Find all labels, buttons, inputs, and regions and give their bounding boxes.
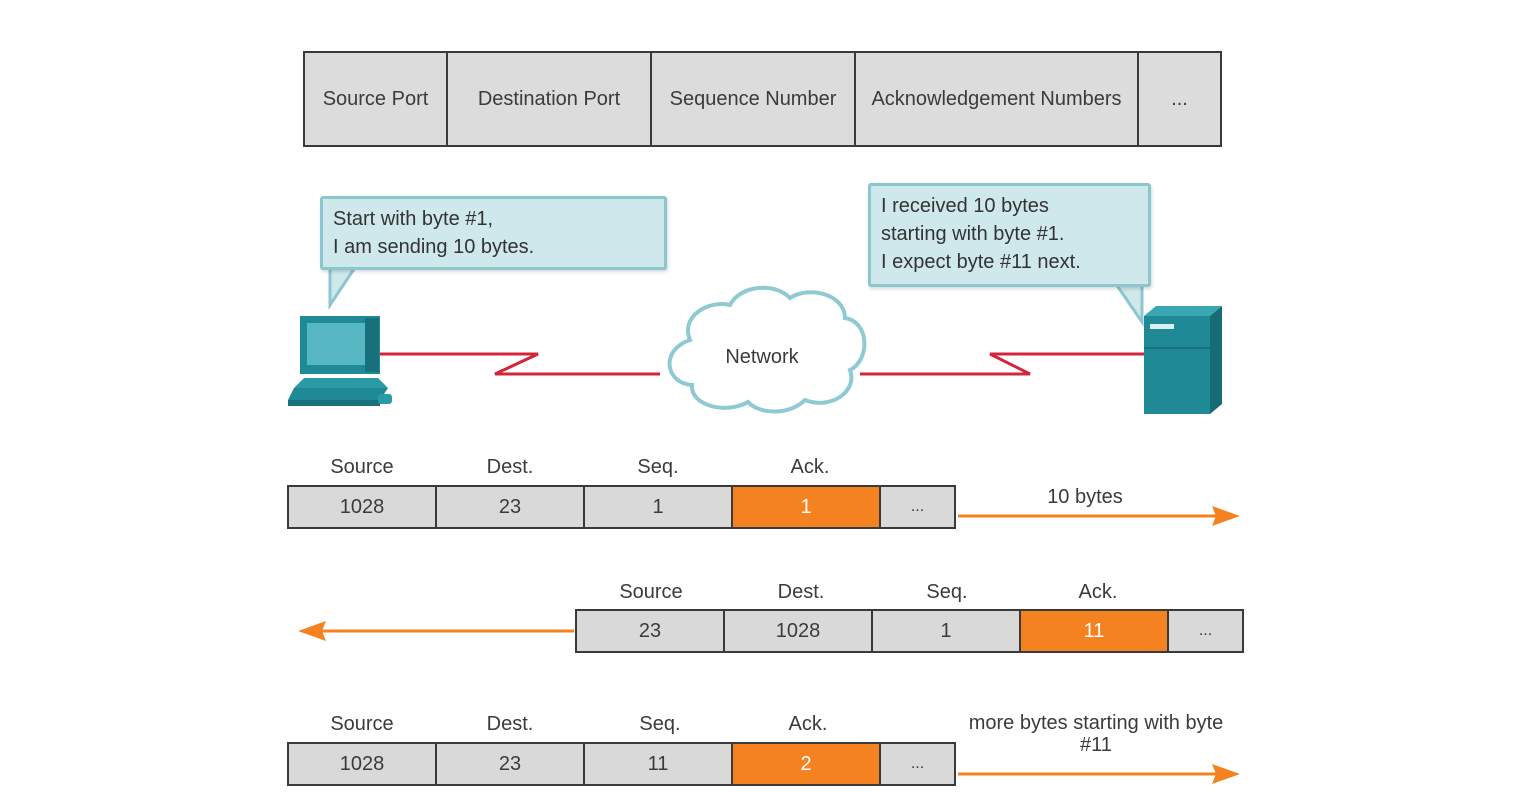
server-speech-bubble: I received 10 bytes starting with byte #… [868,183,1151,287]
segment-seq-value: 1 [585,487,733,527]
column-label-dest: Dest. [486,713,534,735]
network-label: Network [725,346,799,368]
segment-arrow-label: more bytes starting with byte #11 [968,712,1224,756]
column-label-ack: Ack. [1078,581,1118,603]
segment-more-value: ... [1169,611,1242,651]
segment-more-value: ... [881,744,954,784]
column-label-seq: Seq. [639,713,681,735]
column-label-dest: Dest. [486,456,534,478]
server-link [860,352,1145,376]
segment-seq-value: 11 [585,744,733,784]
client-bubble-line: Start with byte #1, [333,208,494,230]
field-source-port: Source Port [305,53,448,145]
segment-dest-value: 1028 [725,611,873,651]
client-link [375,352,660,376]
server-bubble-line: I expect byte #11 next. [881,251,1081,273]
tcp-header-fields: Source Port Destination Port Sequence Nu… [303,51,1222,147]
client-computer-icon [288,316,392,406]
column-label-source: Source [330,456,394,478]
field-destination-port: Destination Port [448,53,652,145]
column-label-source: Source [330,713,394,735]
column-label-ack: Ack. [790,456,830,478]
arrow-right-3 [958,764,1240,784]
column-label-source: Source [619,581,683,603]
segment-dest-value: 23 [437,487,585,527]
segment-ack-value: 1 [733,487,881,527]
segment-source-value: 1028 [289,487,437,527]
segment-source-value: 1028 [289,744,437,784]
segment-more-value: ... [881,487,954,527]
column-label-seq: Seq. [637,456,679,478]
segment-ack-value: 2 [733,744,881,784]
segment-row: 1028 23 11 2 ... [287,742,956,786]
field-acknowledgement-numbers: Acknowledgement Numbers [856,53,1139,145]
client-speech-bubble: Start with byte #1, I am sending 10 byte… [320,196,667,270]
segment-arrow-label: 10 bytes [1047,486,1123,508]
server-bubble-line: I received 10 bytes [881,195,1049,217]
segment-row: 23 1028 1 11 ... [575,609,1244,653]
field-sequence-number: Sequence Number [652,53,856,145]
server-bubble-line: starting with byte #1. [881,223,1065,245]
segment-ack-value: 11 [1021,611,1169,651]
column-label-seq: Seq. [926,581,968,603]
network-cloud [667,285,867,414]
segment-dest-value: 23 [437,744,585,784]
arrow-right-1 [958,506,1240,526]
field-more: ... [1139,53,1220,145]
segment-row: 1028 23 1 1 ... [287,485,956,529]
column-label-dest: Dest. [777,581,825,603]
server-icon [1144,306,1222,414]
arrow-left-2 [298,621,574,641]
client-bubble-line: I am sending 10 bytes. [333,236,535,258]
segment-seq-value: 1 [873,611,1021,651]
segment-source-value: 23 [577,611,725,651]
column-label-ack: Ack. [788,713,828,735]
